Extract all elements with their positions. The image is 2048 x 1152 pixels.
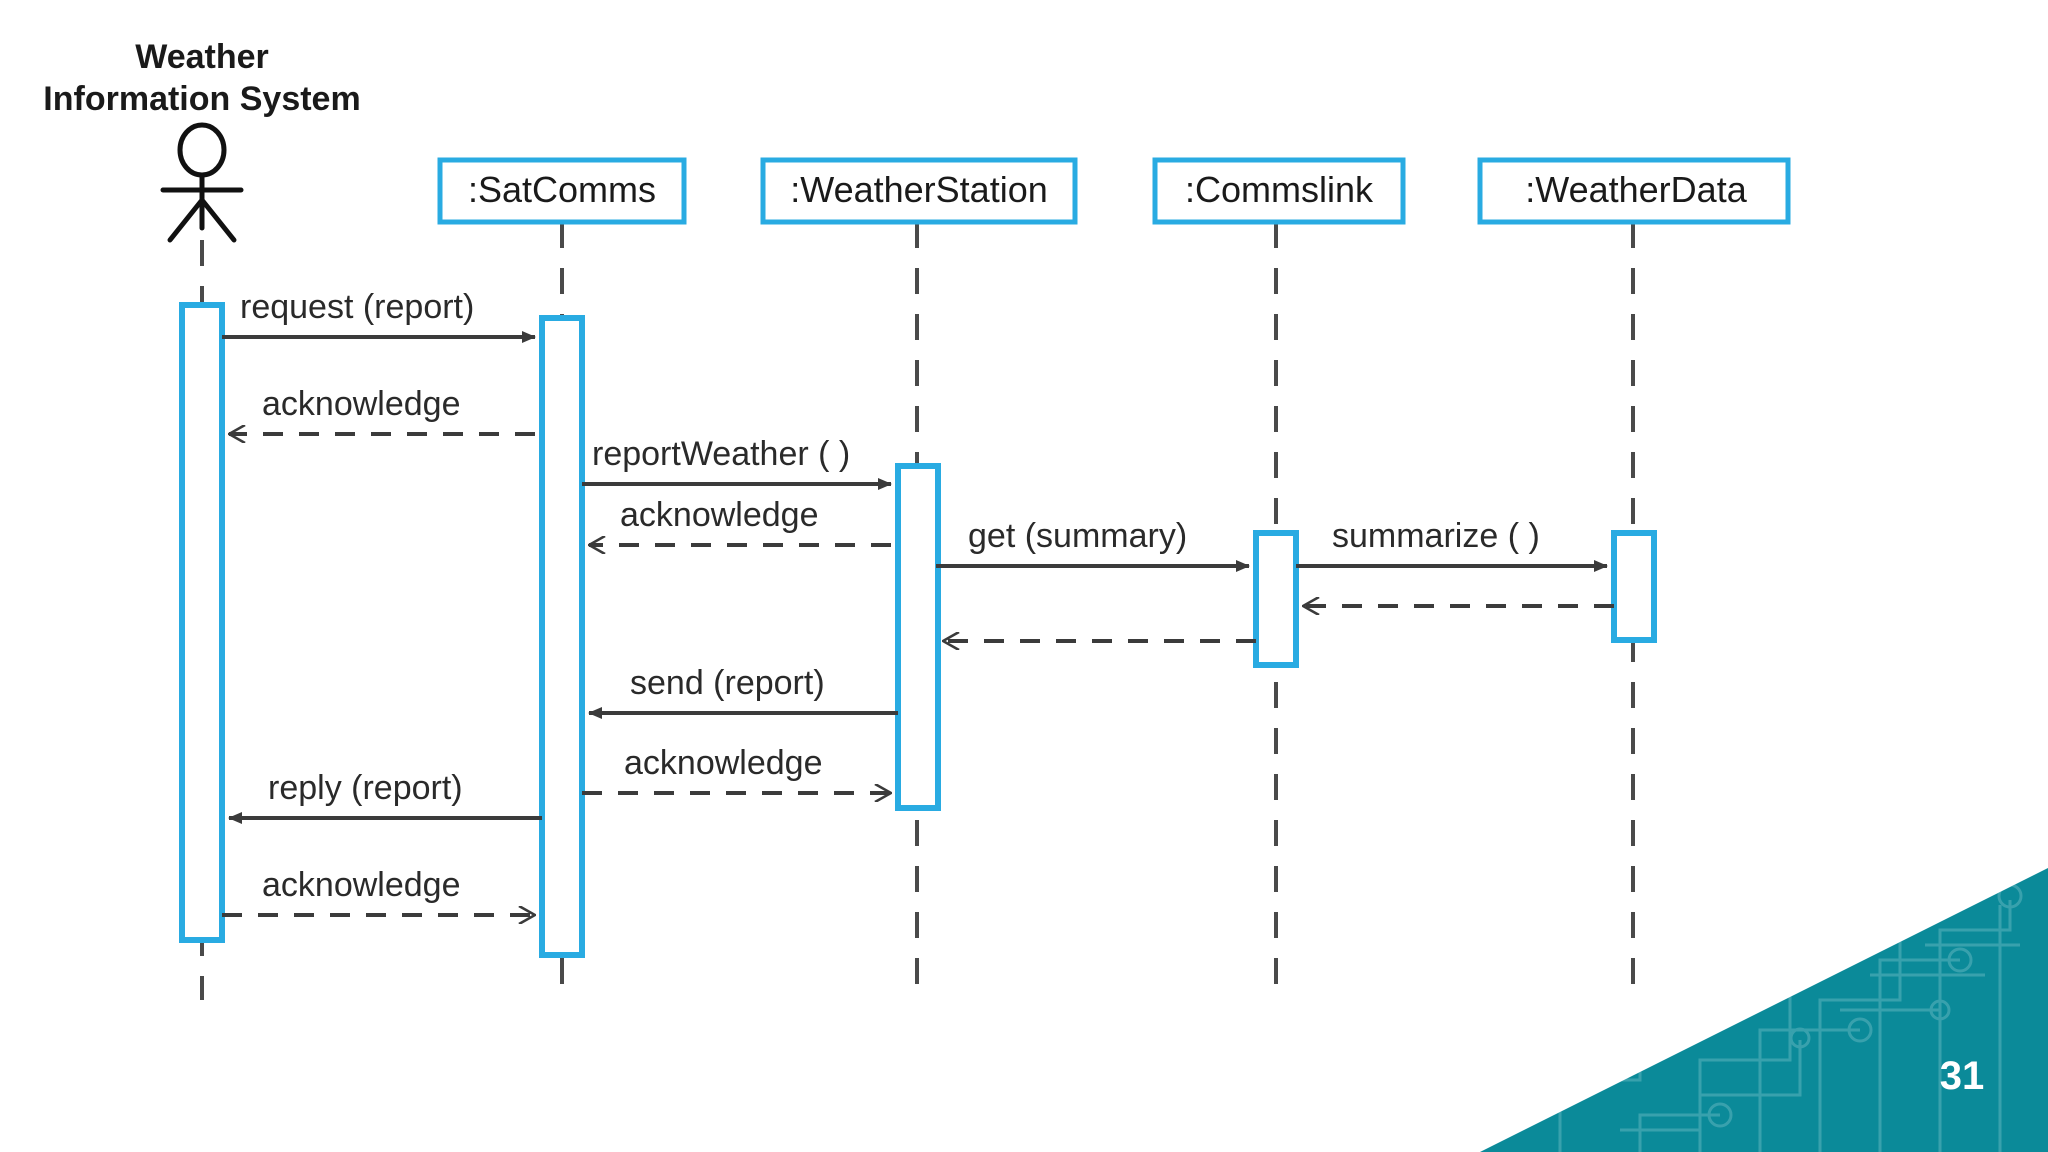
message-get-summary[interactable]: get (summary) [936,517,1250,572]
lifeline-label-weatherdata: :WeatherData [1525,169,1747,210]
lifeline-box-satcomms[interactable] [437,157,687,225]
page-number: 31 [1940,1054,1985,1098]
message-label: send (report) [630,664,825,702]
lifeline-weatherdata-group[interactable]: :WeatherData [1477,157,1791,1000]
lifeline-box-weatherstation[interactable] [760,157,1078,225]
message-label: acknowledge [262,866,460,904]
activation-bar-commslink[interactable] [1253,530,1299,668]
activation-bar-weatherdata[interactable] [1611,530,1657,643]
message-label: summarize ( ) [1332,517,1540,555]
lifeline-box-weatherdata[interactable] [1477,157,1791,225]
message-report-weather[interactable]: reportWeather ( ) [582,435,892,490]
actor-label-line2: Information System [43,80,360,118]
message-acknowledge-1[interactable]: acknowledge [229,385,535,434]
actor-label-line1: Weather [135,38,269,76]
message-label: reportWeather ( ) [592,435,850,473]
activation-bar-actor[interactable] [179,302,225,943]
lifeline-box-commslink[interactable] [1152,157,1406,225]
message-send-report[interactable]: send (report) [588,664,898,719]
lifeline-label-satcomms: :SatComms [468,169,656,210]
message-request-report[interactable]: request (report) [222,288,536,343]
message-label: get (summary) [968,517,1187,555]
message-label: request (report) [240,288,474,326]
lifeline-label-weatherstation: :WeatherStation [790,169,1047,210]
corner-decoration: 31 [1480,868,2048,1152]
activation-bar-satcomms[interactable] [539,315,585,958]
message-label: reply (report) [268,769,463,807]
message-label: acknowledge [620,496,818,534]
message-summarize[interactable]: summarize ( ) [1296,517,1608,572]
message-label: acknowledge [262,385,460,423]
corner-triangle [1480,868,2048,1152]
lifeline-label-commslink: :Commslink [1185,169,1374,210]
message-acknowledge-3[interactable]: acknowledge [582,744,891,793]
message-acknowledge-4[interactable]: acknowledge [222,866,535,915]
message-reply-report[interactable]: reply (report) [228,769,542,824]
message-acknowledge-2[interactable]: acknowledge [589,496,891,545]
message-label: acknowledge [624,744,822,782]
actor-stick-figure-icon [160,122,244,243]
lifeline-commslink-group[interactable]: :Commslink [1152,157,1406,1000]
activation-bar-weatherstation[interactable] [895,463,941,811]
